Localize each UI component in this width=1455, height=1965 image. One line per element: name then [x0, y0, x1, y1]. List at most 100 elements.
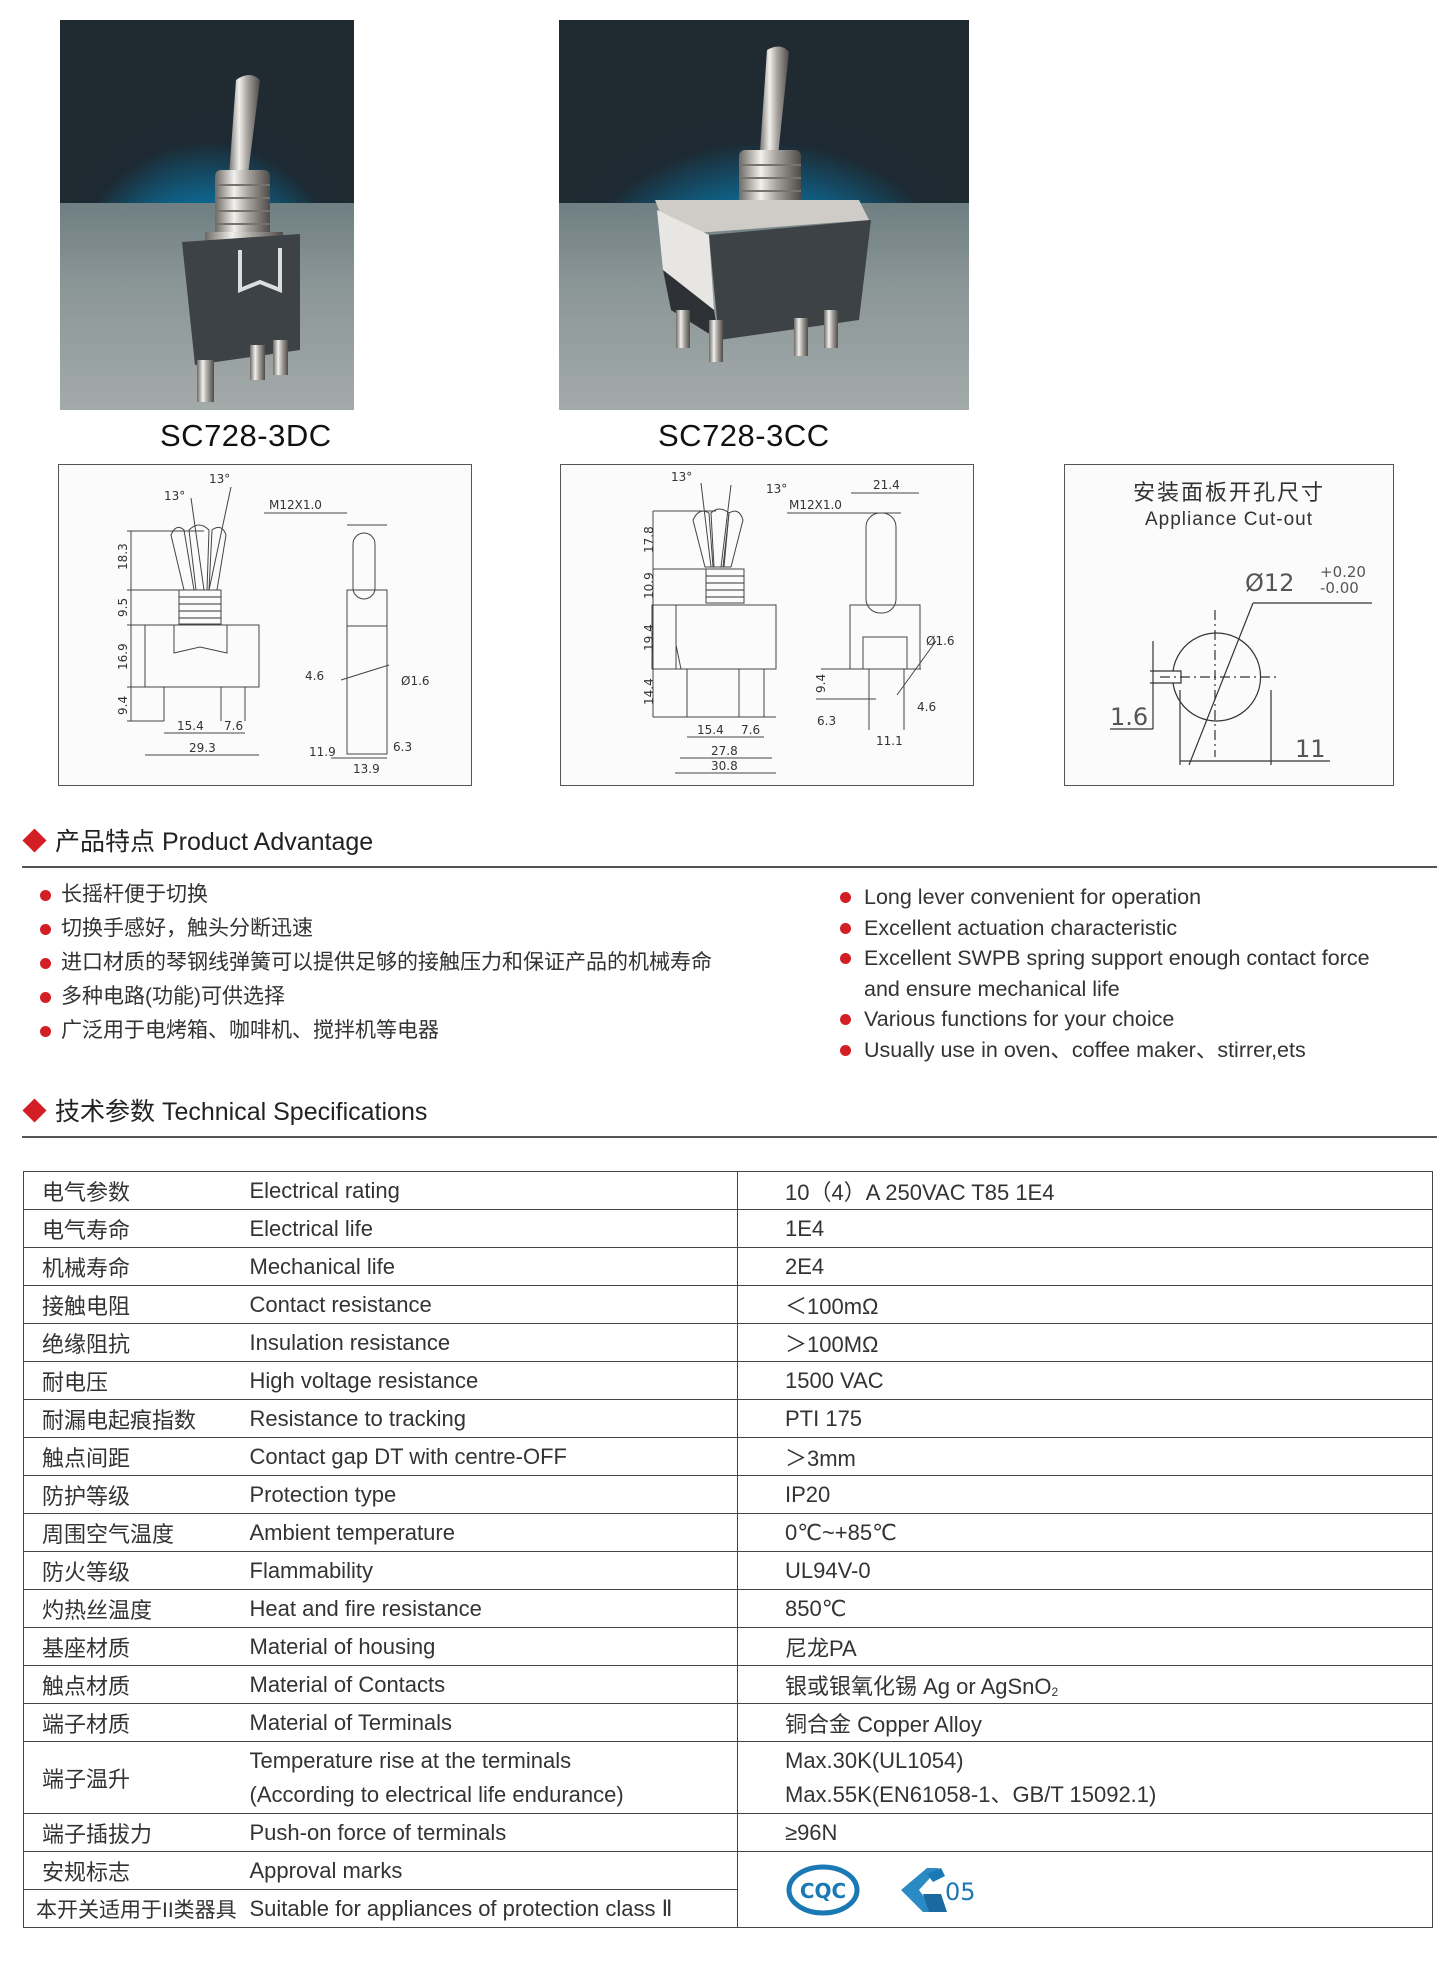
table-cell: Contact gap DT with centre-OFF	[249, 1437, 738, 1476]
technical-drawing: 13° 13° 21.4 M12X1.0 17.8 10.9 19.4 14.4…	[642, 470, 955, 774]
svg-text:13.9: 13.9	[353, 762, 380, 776]
svg-text:15.4: 15.4	[177, 719, 204, 733]
toggle-switch-illustration	[182, 75, 300, 402]
list-item: 进口材质的琴钢线弹簧可以提供足够的接触压力和保证产品的机械寿命	[40, 946, 712, 980]
table-cell: Resistance to tracking	[249, 1399, 738, 1438]
red-bullet-icon	[40, 1025, 51, 1037]
table-cell: Suitable for appliances of protection cl…	[249, 1889, 738, 1928]
svg-text:6.3: 6.3	[817, 714, 836, 728]
svg-text:7.6: 7.6	[224, 719, 243, 733]
red-bullet-icon	[40, 957, 51, 969]
svg-text:Ø1.6: Ø1.6	[401, 674, 430, 688]
list-item: Excellent SWPB spring support enough con…	[840, 943, 1370, 974]
table-cell: 0℃~+85℃	[737, 1513, 1433, 1552]
svg-text:Ø1.6: Ø1.6	[926, 634, 955, 648]
product-photo-sc728-3cc	[559, 20, 969, 410]
table-cell: Ambient temperature	[249, 1513, 738, 1552]
svg-text:4.6: 4.6	[917, 700, 936, 714]
list-item: 广泛用于电烤箱、咖啡机、搅拌机等电器	[40, 1014, 712, 1048]
product-photo-sc728-3dc	[60, 20, 354, 410]
table-cell: Material of Terminals	[249, 1703, 738, 1742]
svg-text:9.4: 9.4	[814, 674, 828, 693]
svg-text:30.8: 30.8	[711, 759, 738, 773]
technical-drawing: 13° 13° M12X1.0 18.3 9.5 16.9 9.4 15.4 7…	[116, 472, 430, 776]
table-cell: Approval marks	[249, 1851, 738, 1890]
table-cell: 安规标志	[23, 1851, 250, 1890]
table-cell: High voltage resistance	[249, 1361, 738, 1400]
cutout-diagram: Ø12 +0.20 -0.00 1.6 11	[1110, 563, 1372, 766]
red-bullet-icon	[40, 923, 51, 935]
svg-text:18.3: 18.3	[116, 543, 130, 570]
list-item: 多种电路(功能)可供选择	[40, 980, 712, 1014]
table-cell: Electrical life	[249, 1209, 738, 1248]
table-cell: 10（4）A 250VAC T85 1E4	[737, 1171, 1433, 1210]
table-cell: Electrical rating	[249, 1171, 738, 1210]
svg-text:13°: 13°	[209, 472, 230, 486]
section-divider	[22, 866, 1437, 868]
table-cell: 接触电阻	[23, 1285, 250, 1324]
table-cell: 铜合金 Copper Alloy	[737, 1703, 1433, 1742]
dimension-drawing-sc728-3cc: 13° 13° 21.4 M12X1.0 17.8 10.9 19.4 14.4…	[560, 464, 974, 786]
red-bullet-icon	[40, 991, 51, 1003]
list-item: Long lever convenient for operation	[840, 882, 1370, 913]
dimension-drawing-sc728-3dc: 13° 13° M12X1.0 18.3 9.5 16.9 9.4 15.4 7…	[58, 464, 472, 786]
table-cell: 尼龙PA	[737, 1627, 1433, 1666]
svg-text:15.4: 15.4	[697, 723, 724, 737]
cqc-mark-icon: CQC	[786, 1864, 860, 1915]
table-cell: 基座材质	[23, 1627, 250, 1666]
svg-text:1.6: 1.6	[1110, 703, 1148, 731]
product-model-label: SC728-3DC	[160, 418, 332, 453]
table-cell: Heat and fire resistance	[249, 1589, 738, 1628]
table-cell: Push-on force of terminals	[249, 1813, 738, 1852]
list-item: Excellent actuation characteristic	[840, 913, 1370, 944]
advantage-list-en: Long lever convenient for operation Exce…	[840, 882, 1370, 1065]
table-cell: Material of housing	[249, 1627, 738, 1666]
table-cell: 端子温升	[23, 1741, 250, 1814]
svg-text:M12X1.0: M12X1.0	[269, 498, 322, 512]
cutout-title-cn: 安装面板开孔尺寸	[1132, 480, 1325, 505]
svg-text:05: 05	[945, 1878, 976, 1906]
table-cell: Mechanical life	[249, 1247, 738, 1286]
svg-text:13°: 13°	[671, 470, 692, 484]
red-bullet-icon	[840, 1044, 851, 1056]
svg-text:19.4: 19.4	[642, 624, 656, 651]
table-cell: UL94V-0	[737, 1551, 1433, 1590]
svg-text:14.4: 14.4	[642, 678, 656, 705]
table-cell: ＜100mΩ	[737, 1285, 1433, 1324]
enec-mark-icon: 05	[901, 1867, 976, 1912]
red-bullet-icon	[840, 922, 851, 934]
red-bullet-icon	[840, 1014, 851, 1025]
svg-text:4.6: 4.6	[305, 669, 324, 683]
table-cell: 本开关适用于II类器具	[23, 1889, 250, 1928]
cutout-title-en: Appliance Cut-out	[1144, 509, 1314, 530]
table-cell: 机械寿命	[23, 1247, 250, 1286]
table-cell: 1E4	[737, 1209, 1433, 1248]
appliance-cutout-drawing: 安装面板开孔尺寸 Appliance Cut-out Ø12 +0.20 -0.…	[1064, 464, 1394, 786]
table-cell: 2E4	[737, 1247, 1433, 1286]
svg-text:27.8: 27.8	[711, 744, 738, 758]
table-cell: PTI 175	[737, 1399, 1433, 1438]
table-cell: Protection type	[249, 1475, 738, 1514]
svg-text:11.9: 11.9	[309, 745, 336, 759]
list-item: 长摇杆便于切换	[40, 878, 712, 912]
table-cell: 触点材质	[23, 1665, 250, 1704]
section-heading-product-advantage: 产品特点 Product Advantage	[22, 822, 373, 858]
svg-text:16.9: 16.9	[116, 643, 130, 670]
table-cell: 周围空气温度	[23, 1513, 250, 1552]
list-item: Various functions for your choice	[840, 1004, 1370, 1035]
table-cell: 绝缘阻抗	[23, 1323, 250, 1362]
svg-text:-0.00: -0.00	[1320, 579, 1359, 597]
svg-text:9.4: 9.4	[116, 696, 130, 715]
